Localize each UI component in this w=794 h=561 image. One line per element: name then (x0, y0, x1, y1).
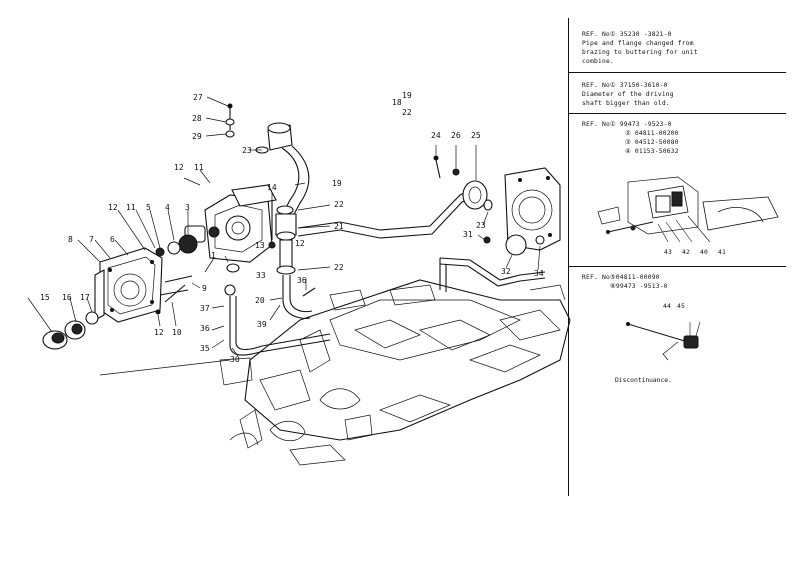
note-1-ref: REF. No① 35230 -3821-0 (582, 31, 672, 38)
label-30: 30 (230, 355, 240, 364)
revision-notes-panel: REF. No① 35230 -3821-0 Pipe and flange c… (568, 0, 794, 561)
note-1-line-1: Pipe and flange changed from (582, 40, 694, 47)
label-9: 9 (202, 284, 207, 293)
label-12: 12 (108, 203, 118, 212)
detail-label-43: 43 (664, 249, 672, 256)
label-6: 6 (110, 235, 115, 244)
note-3-row-3: ④ 01153-50632 (625, 148, 679, 155)
label-11: 11 (126, 203, 136, 212)
label-3: 3 (185, 203, 190, 212)
detail-label-42: 42 (681, 249, 690, 256)
note-4-row-1: ⑥99473 -9513-0 (610, 283, 668, 290)
label-27: 27 (193, 93, 203, 102)
label-11: 11 (194, 163, 204, 172)
label-23: 23 (242, 146, 252, 155)
engine-block-outline (219, 279, 571, 466)
detail-illustration-1 (597, 176, 779, 243)
detail-label-44: 44 (663, 303, 671, 310)
label-14: 14 (267, 183, 277, 192)
label-20: 20 (255, 296, 265, 305)
label-37: 37 (200, 304, 210, 313)
label-36: 36 (200, 324, 210, 333)
label-24: 24 (431, 131, 441, 140)
note-2: REF. No① 37150-3610-0 Diameter of the dr… (582, 81, 674, 108)
part-labels: 27 28 29 23 18 19 22 24 26 25 12 11 14 1… (40, 91, 544, 364)
label-1: 1 (211, 251, 216, 260)
right-assembly (433, 155, 561, 292)
note-1: REF. No① 35230 -3821-0 Pipe and flange c… (582, 30, 698, 66)
label-10: 10 (172, 328, 182, 337)
note-2-ref: REF. No① 37150-3610-0 (582, 82, 668, 89)
detail-2-labels: 44 45 (663, 302, 685, 311)
leader-lines (27, 96, 541, 376)
label-18: 18 (392, 98, 402, 107)
label-22: 22 (334, 263, 344, 272)
label-39: 39 (257, 320, 267, 329)
divider-2 (568, 113, 786, 114)
label-33: 33 (256, 271, 266, 280)
label-28: 28 (192, 114, 202, 123)
label-22: 22 (334, 200, 344, 209)
note-4: REF. No⑤04811-00090 ⑥99473 -9513-0 (582, 273, 668, 291)
detail-label-45: 45 (676, 303, 685, 310)
long-pipe (297, 187, 479, 239)
pulley-set (42, 311, 99, 350)
label-36: 36 (297, 276, 307, 285)
discontinuance-caption: Discontinuance. (615, 377, 672, 384)
label-12: 12 (174, 163, 184, 172)
label-8: 8 (68, 235, 73, 244)
front-plate-assembly (94, 247, 163, 323)
note-1-line-2: brazing to buttering for unit (582, 49, 698, 56)
note-3: REF. No① 99473 -9523-0 ② 04811-00200 ③ 0… (582, 120, 679, 156)
label-31: 31 (463, 230, 473, 239)
label-4: 4 (165, 203, 170, 212)
column-divider (568, 18, 569, 496)
small-bolts-center (224, 200, 331, 356)
label-12: 12 (295, 239, 305, 248)
detail-label-40: 40 (699, 249, 708, 256)
divider-1 (568, 72, 786, 73)
label-25: 25 (471, 131, 481, 140)
detail-label-41: 41 (717, 249, 726, 256)
detail-1-labels: 43 42 40 41 (664, 248, 726, 257)
label-15: 15 (40, 293, 50, 302)
label-12: 12 (154, 328, 164, 337)
label-17: 17 (80, 293, 90, 302)
bolts-left (155, 275, 193, 315)
label-35: 35 (200, 344, 210, 353)
label-7: 7 (89, 235, 94, 244)
detail-illustration-2 (626, 321, 701, 361)
note-3-row-2: ③ 04512-50080 (625, 139, 679, 146)
divider-3 (568, 266, 786, 267)
label-26: 26 (451, 131, 461, 140)
label-23: 23 (476, 221, 486, 230)
label-32: 32 (501, 267, 511, 276)
label-5: 5 (146, 203, 151, 212)
pump-housing (147, 184, 277, 263)
label-22: 22 (402, 108, 412, 117)
note-2-line-2: shaft bigger than old. (582, 100, 670, 107)
label-19: 19 (402, 91, 412, 100)
label-21: 21 (334, 222, 344, 231)
label-19: 19 (332, 179, 342, 188)
label-16: 16 (62, 293, 72, 302)
label-34: 34 (534, 269, 544, 278)
note-3-ref: REF. No① 99473 -9523-0 (582, 121, 672, 128)
note-4-ref: REF. No⑤04811-00090 (582, 274, 660, 281)
note-2-line-1: Diameter of the driving (582, 91, 674, 98)
note-3-row-1: ② 04811-00200 (625, 130, 679, 137)
label-29: 29 (192, 132, 202, 141)
note-1-line-3: combine. (582, 58, 614, 65)
label-13: 13 (255, 241, 265, 250)
